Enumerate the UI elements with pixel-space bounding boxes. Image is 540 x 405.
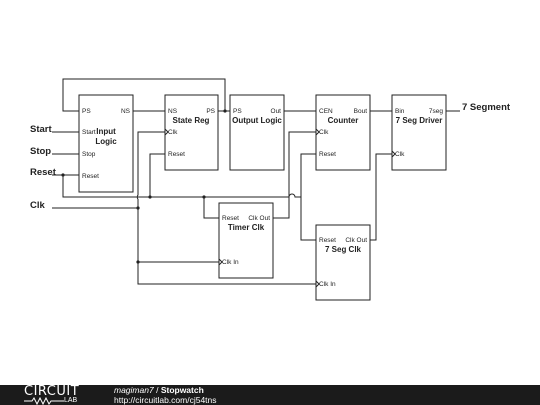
wire-clk-bus: [137, 199, 316, 285]
state-reg-title: State Reg: [173, 116, 210, 125]
pin-clk: Clk: [168, 129, 178, 136]
wire-reset-timer: [203, 197, 219, 219]
signal-stop: Stop: [30, 146, 51, 157]
counter-block: CEN Bout Clk Reset Counter: [315, 94, 371, 171]
wire-reset-segclk: [300, 197, 316, 241]
signal-start: Start: [30, 124, 52, 135]
wire-segclk-out: [370, 153, 392, 241]
junction-ps: [223, 109, 227, 113]
pin-clk-in: Clk In: [222, 259, 239, 266]
seg-driver-title: 7 Seg Driver: [396, 116, 443, 125]
circuitlab-logo[interactable]: CIRCUIT LAB: [24, 385, 94, 405]
pin-bin: Bin: [395, 108, 405, 115]
signal-reset: Reset: [30, 167, 57, 178]
footer-bar: CIRCUIT LAB magiman7 / Stopwatch http://…: [0, 385, 540, 405]
pin-stop: Stop: [82, 151, 96, 158]
junction-reset-statereg: [148, 195, 152, 199]
wire-reset-hop: [288, 153, 316, 198]
input-logic-title-2: Logic: [95, 137, 117, 146]
pin-clk: Clk: [319, 129, 329, 136]
schematic-canvas: PS NS Start Stop Reset Input Logic NS PS…: [30, 78, 511, 301]
state-reg-block: NS PS Clk Reset State Reg: [164, 94, 219, 171]
pin-reset: Reset: [168, 151, 185, 158]
junction-clk-timer: [136, 260, 140, 264]
author-name[interactable]: magiman7: [114, 385, 154, 395]
pin-ps: PS: [82, 108, 91, 115]
input-logic-title-1: Input: [96, 127, 116, 136]
pin-clk-in: Clk In: [319, 281, 336, 288]
seg-driver-block: Bin 7seg Clk 7 Seg Driver: [391, 94, 447, 171]
counter-title: Counter: [328, 116, 359, 125]
pin-out: Out: [271, 108, 282, 115]
pin-clk-out: Clk Out: [248, 215, 270, 222]
pin-reset: Reset: [82, 173, 99, 180]
output-logic-block: PS Out Output Logic: [229, 94, 285, 171]
pin-start: Start: [82, 129, 96, 136]
pin-ps: PS: [206, 108, 215, 115]
pin-cen: CEN: [319, 108, 333, 115]
junction-clk: [136, 206, 140, 210]
logo-lab: LAB: [64, 397, 78, 404]
junction-reset-timer: [202, 195, 206, 199]
input-logic-block: PS NS Start Stop Reset Input Logic: [78, 94, 134, 193]
wire-reset-statereg: [149, 153, 165, 197]
separator: /: [156, 385, 159, 395]
timer-clk-block: Reset Clk Out Clk In Timer Clk: [218, 202, 274, 279]
pin-bout: Bout: [354, 108, 368, 115]
seg-clk-title: 7 Seg Clk: [325, 245, 362, 254]
schematic-diagram: PS NS Start Stop Reset Input Logic NS PS…: [30, 78, 511, 301]
pin-ns: NS: [168, 108, 178, 115]
pin-clk-out: Clk Out: [345, 237, 367, 244]
seg-clk-block: Reset Clk Out Clk In 7 Seg Clk: [315, 224, 371, 301]
junction-reset: [61, 173, 65, 177]
pin-clk: Clk: [395, 151, 405, 158]
signal-7-segment: 7 Segment: [462, 102, 511, 113]
project-meta: magiman7 / Stopwatch http://circuitlab.c…: [114, 385, 217, 405]
pin-reset: Reset: [319, 151, 336, 158]
pin-ns: NS: [121, 108, 131, 115]
pin-7seg: 7seg: [429, 108, 443, 115]
pin-reset: Reset: [319, 237, 336, 244]
wire-reset-bus: [62, 175, 289, 198]
project-url[interactable]: http://circuitlab.com/cj54tns: [114, 394, 217, 405]
pin-reset: Reset: [222, 215, 239, 222]
output-logic-title: Output Logic: [232, 116, 282, 125]
signal-clk: Clk: [30, 200, 46, 211]
resistor-icon: [24, 397, 64, 405]
logo-wordmark: CIRCUIT: [24, 384, 80, 399]
project-name[interactable]: Stopwatch: [160, 385, 204, 395]
pin-ps: PS: [233, 108, 242, 115]
timer-clk-title: Timer Clk: [228, 223, 265, 232]
wire-clk-hop: [136, 131, 165, 200]
wire-timer-out: [273, 131, 316, 219]
